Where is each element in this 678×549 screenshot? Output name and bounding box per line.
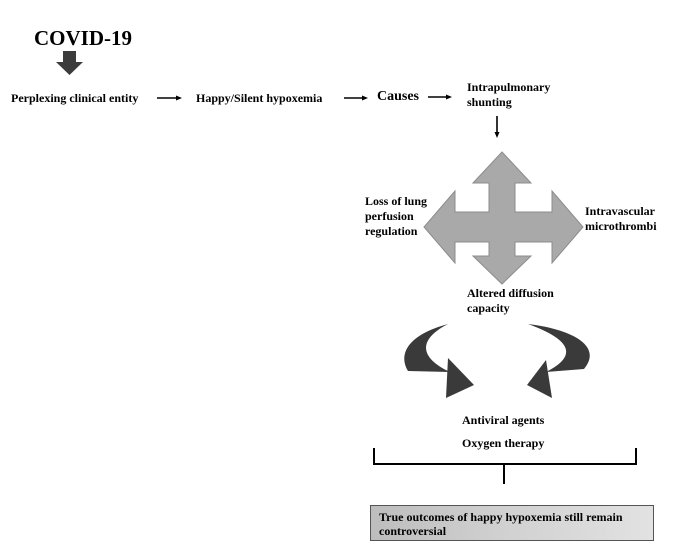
curved-arrow-left-head [446,358,474,398]
arrow-shunting-down [494,116,500,138]
arrow-causes-to-shunting [428,94,452,100]
four-way-cross-arrow [423,151,584,285]
arrow-entity-to-condition [157,95,182,101]
loss-line-3: regulation [365,224,418,238]
altered-line-1: Altered diffusion [467,286,554,300]
curved-arrow-left [404,324,450,372]
arrow-condition-to-causes [344,95,368,101]
loss-line-2: perfusion [365,209,414,223]
causes-label: Causes [377,89,420,104]
shunting-line-2: shunting [467,95,512,109]
curved-arrow-right-head [527,360,552,398]
shunting-line-1: Intrapulmonary [467,80,551,94]
intravascular-line-1: Intravascular [585,204,655,218]
perplexing-clinical-entity-label: Perplexing clinical entity [11,91,139,105]
intravascular-line-2: microthrombi [585,219,657,233]
loss-of-lung-perfusion-label: Loss of lung perfusion regulation [365,194,427,239]
altered-line-2: capacity [467,301,510,315]
loss-line-1: Loss of lung [365,194,428,208]
outcome-box: True outcomes of happy hypoxemia still r… [370,505,654,541]
happy-silent-hypoxemia-label: Happy/Silent hypoxemia [196,91,323,105]
curved-arrow-right [528,324,590,372]
antiviral-agents-label: Antiviral agents [462,413,545,427]
oxygen-therapy-label: Oxygen therapy [462,436,545,450]
covid-title: COVID-19 [34,26,132,50]
altered-diffusion-capacity-label: Altered diffusion capacity [467,286,554,316]
intravascular-microthrombi-label: Intravascular microthrombi [585,204,657,234]
treatment-bracket [373,448,637,484]
covid-down-arrow [56,51,83,75]
intrapulmonary-shunting-label: Intrapulmonary shunting [467,80,550,110]
